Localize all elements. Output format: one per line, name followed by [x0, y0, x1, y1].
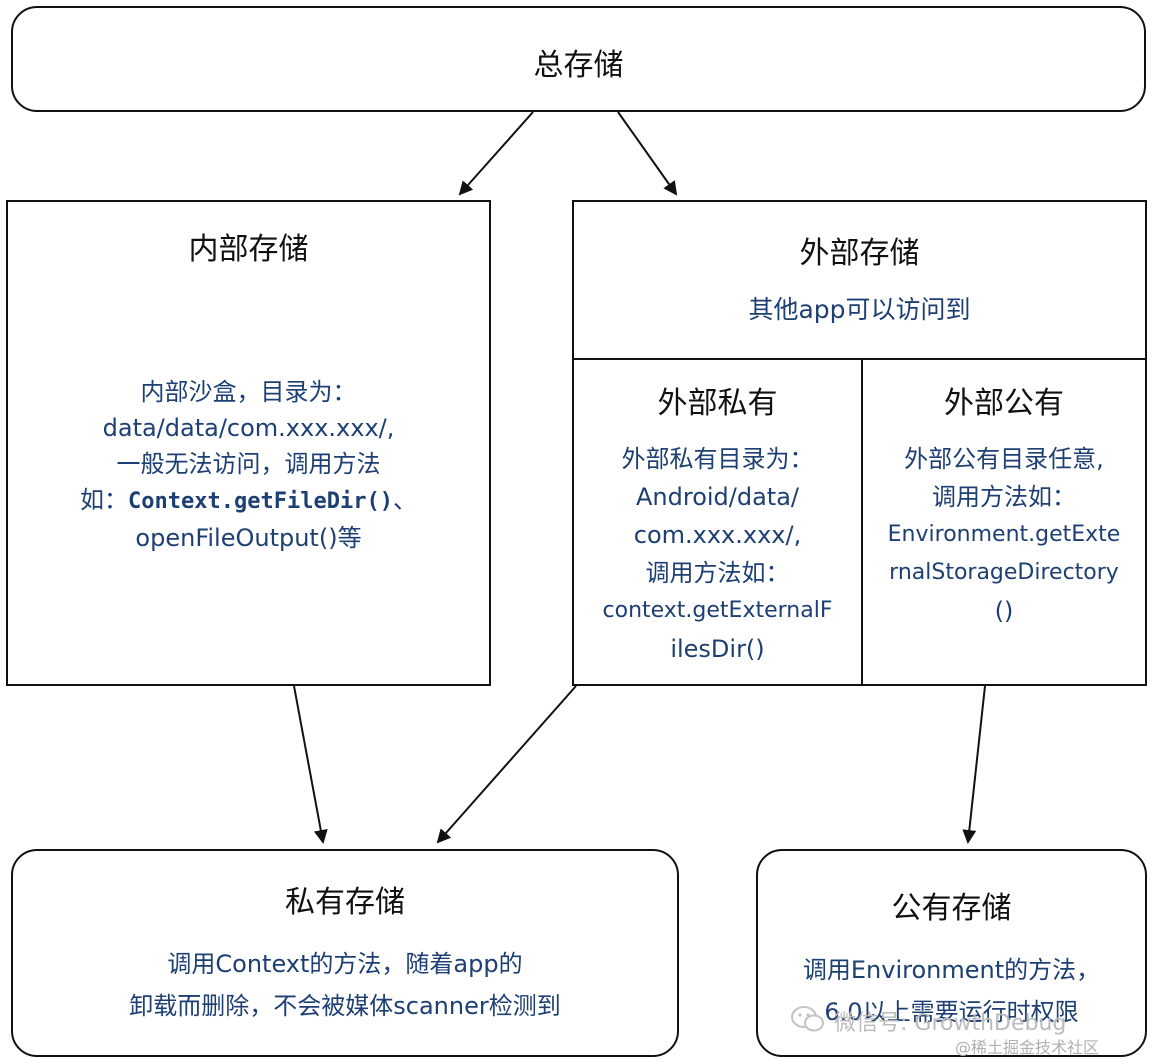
external-storage-title: 外部存储: [799, 236, 920, 271]
internal-line-4-suffix: 、: [392, 486, 417, 514]
external-public-line-5: (): [994, 597, 1014, 625]
internal-storage-box: 内部存储 内部沙盒，目录为： data/data/com.xxx.xxx/, 一…: [6, 200, 491, 686]
internal-storage-title: 内部存储: [188, 232, 309, 267]
internal-line-3: 一般无法访问，调用方法: [116, 450, 381, 478]
external-public-line-1: 外部公有目录任意,: [904, 445, 1104, 473]
internal-line-4: 如：Context.getFileDir()、: [8, 482, 489, 520]
arrow-total-to-external: [617, 111, 678, 196]
private-storage-line-1: 调用Context的方法，随着app的: [167, 950, 523, 978]
internal-storage-body: 内部沙盒，目录为： data/data/com.xxx.xxx/, 一般无法访问…: [8, 374, 489, 556]
total-storage-box: 总存储: [11, 6, 1146, 112]
private-storage-line-2: 卸载而删除，不会被媒体scanner检测到: [129, 992, 561, 1020]
wechat-icon: [791, 1006, 824, 1032]
internal-line-1: 内部沙盒，目录为：: [140, 378, 357, 406]
private-storage-body: 调用Context的方法，随着app的 卸载而删除，不会被媒体scanner检测…: [13, 943, 677, 1027]
external-public-box: 外部公有 外部公有目录任意, 调用方法如： Environment.getExt…: [861, 358, 1147, 686]
public-storage-line-2: 6.0以上需要运行时权限: [824, 998, 1079, 1026]
external-private-line-4: 调用方法如：: [645, 559, 790, 587]
external-private-line-2: Android/data/: [635, 483, 800, 511]
juejin-watermark: @稀土掘金技术社区: [955, 1038, 1100, 1057]
external-private-line-1: 外部私有目录为：: [621, 445, 814, 473]
external-private-line-5: context.getExternalF: [602, 598, 833, 623]
arrow-extprivate-to-private: [436, 685, 577, 844]
external-public-line-2: 调用方法如：: [932, 483, 1076, 511]
wechat-watermark: 微信号: GrowthDebug: [834, 1011, 1067, 1036]
total-storage-title: 总存储: [533, 48, 624, 83]
public-storage-title: 公有存储: [891, 891, 1012, 926]
external-private-body: 外部私有目录为： Android/data/ com.xxx.xxx/, 调用方…: [574, 440, 861, 668]
external-private-title: 外部私有: [657, 386, 778, 421]
external-storage-subtitle: 其他app可以访问到: [748, 295, 971, 324]
external-public-line-4: rnalStorageDirectory: [889, 560, 1119, 585]
arrow-total-to-internal: [458, 111, 534, 196]
public-storage-body: 调用Environment的方法， 6.0以上需要运行时权限: [758, 949, 1145, 1033]
external-public-body: 外部公有目录任意, 调用方法如： Environment.getExte rna…: [863, 440, 1145, 630]
private-storage-title: 私有存储: [285, 885, 405, 920]
arrow-extpublic-to-public: [962, 685, 986, 844]
internal-line-4-code: Context.getFileDir(): [128, 489, 393, 514]
public-storage-line-1: 调用Environment的方法，: [802, 956, 1101, 984]
internal-line-4-prefix: 如：: [80, 486, 129, 514]
external-public-line-3: Environment.getExte: [887, 522, 1121, 547]
internal-line-2: data/data/com.xxx.xxx/,: [102, 414, 395, 442]
external-public-title: 外部公有: [944, 386, 1064, 421]
external-private-line-3: com.xxx.xxx/,: [633, 521, 802, 549]
external-private-line-6: ilesDir(): [670, 635, 765, 663]
private-storage-box: 私有存储 调用Context的方法，随着app的 卸载而删除，不会被媒体scan…: [11, 849, 679, 1057]
internal-line-5: openFileOutput()等: [135, 524, 362, 552]
external-private-box: 外部私有 外部私有目录为： Android/data/ com.xxx.xxx/…: [572, 358, 863, 686]
arrow-internal-to-private: [293, 685, 328, 844]
